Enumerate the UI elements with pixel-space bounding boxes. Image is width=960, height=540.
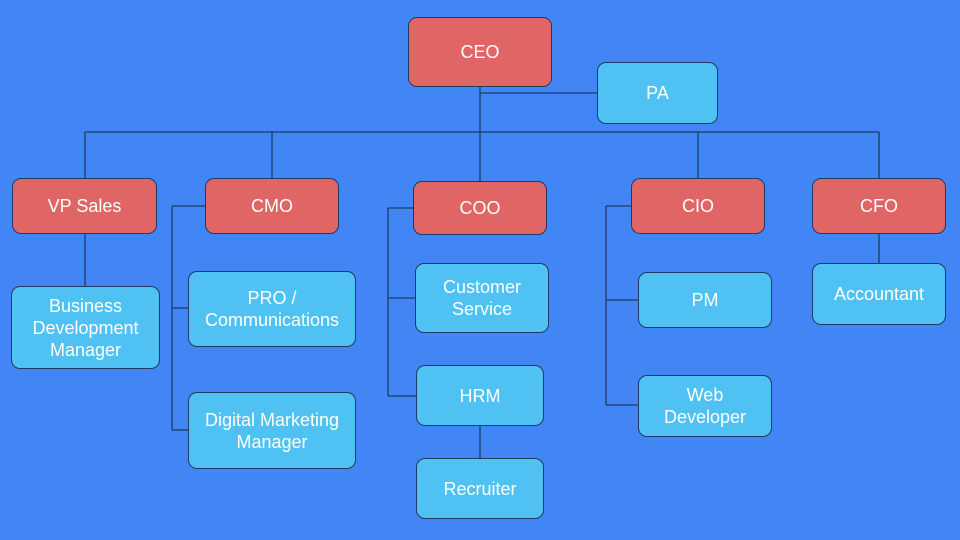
cfo-node: CFO <box>812 178 946 234</box>
ceo-node: CEO <box>408 17 552 87</box>
recruiter-node: Recruiter <box>416 458 544 519</box>
cmo-node: CMO <box>205 178 339 234</box>
vp-sales-node: VP Sales <box>12 178 157 234</box>
coo-node: COO <box>413 181 547 235</box>
pa-node: PA <box>597 62 718 124</box>
accountant-node: Accountant <box>812 263 946 325</box>
business-development-manager-node: Business Development Manager <box>11 286 160 369</box>
hrm-node: HRM <box>416 365 544 426</box>
web-developer-node: Web Developer <box>638 375 772 437</box>
pm-node: PM <box>638 272 772 328</box>
pro-communications-node: PRO / Communications <box>188 271 356 347</box>
customer-service-node: Customer Service <box>415 263 549 333</box>
digital-marketing-manager-node: Digital Marketing Manager <box>188 392 356 469</box>
cio-node: CIO <box>631 178 765 234</box>
